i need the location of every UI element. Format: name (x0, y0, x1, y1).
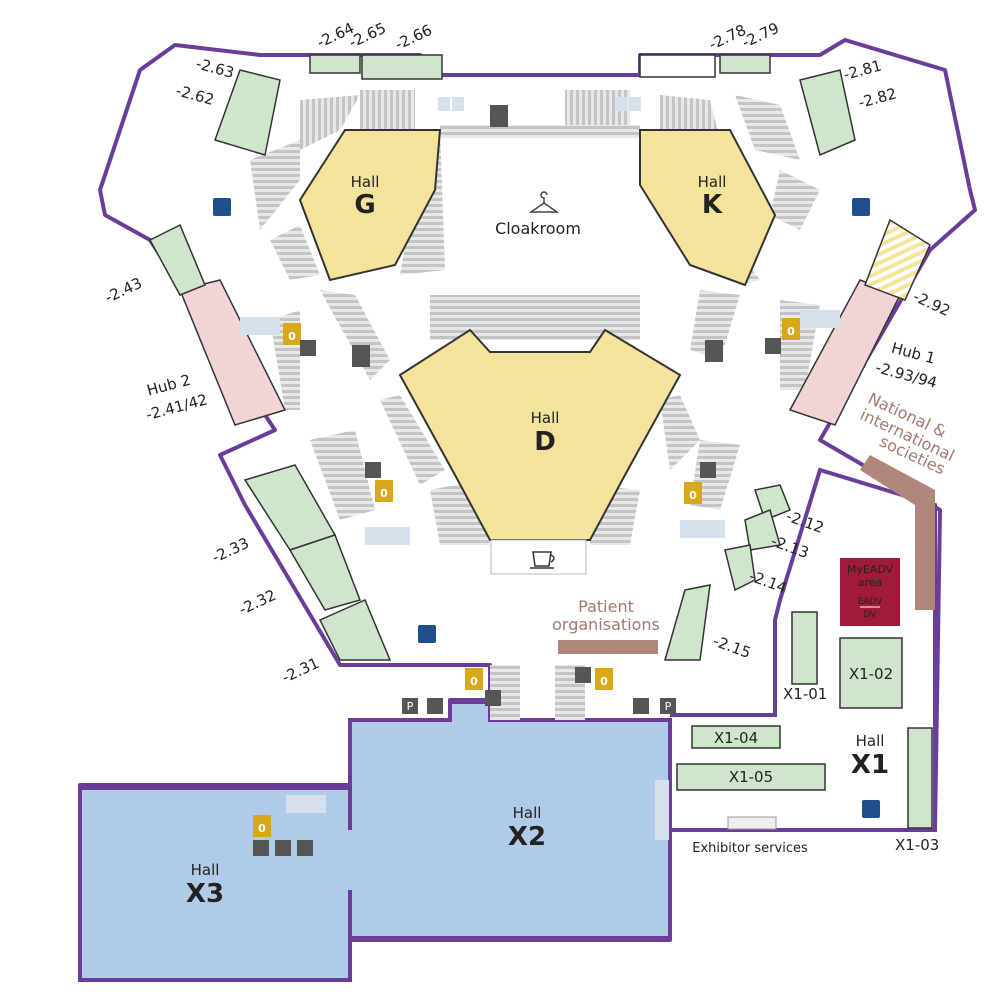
level-badge-num-2: 0 (787, 325, 795, 338)
hall-g-code: G (354, 190, 375, 220)
room-code-243: -2.43 (102, 274, 145, 307)
booth-x1-04[interactable] (691, 725, 781, 749)
hall-k-code: K (702, 190, 723, 220)
level-badge-num-4: 0 (689, 489, 697, 502)
booth-x1-02-label: X1-02 (849, 665, 893, 683)
level-badge-num-7: 0 (258, 822, 266, 835)
meeting-rooms (148, 54, 856, 661)
myeadv-logo-bottom: DV (864, 610, 878, 620)
myeadv-logo-top: EADV (858, 597, 884, 607)
booth-x1-05-label: X1-05 (729, 768, 773, 786)
hall-d-area[interactable] (398, 328, 682, 541)
parking-letter-2: P (665, 700, 672, 713)
myeadv-area[interactable] (840, 558, 900, 626)
room-code-279: -2.79 (739, 19, 782, 52)
booth-x1-02[interactable] (839, 637, 903, 709)
level-badge-num-1: 0 (288, 330, 296, 343)
patient-label-1: Patient (578, 597, 634, 616)
parking-letter-1: P (407, 700, 414, 713)
room-code-266: -2.66 (392, 21, 435, 54)
booth-x1-05[interactable] (676, 763, 826, 791)
hall-x2-area[interactable] (348, 700, 672, 940)
hall-d-code: D (534, 427, 556, 457)
societies-area[interactable] (860, 455, 935, 610)
myeadv-label-1: MyEADV (847, 563, 894, 576)
room-code-265: -2.65 (346, 19, 389, 52)
level-badge-num-3: 0 (380, 487, 388, 500)
patient-label-2: organisations (552, 615, 660, 634)
level-badge-num-6: 0 (600, 675, 608, 688)
level-0-icons (253, 318, 800, 837)
hall-x1-label: Hall (856, 732, 885, 750)
room-292-area[interactable] (864, 218, 931, 301)
hall-x3-area[interactable] (78, 786, 352, 982)
hall-x2-label: Hall (513, 804, 542, 822)
coffee-cup-icon (530, 551, 555, 569)
booth-x1-04-label: X1-04 (714, 729, 758, 747)
hall-x1-wall (668, 467, 937, 832)
hall-g-label: Hall (351, 173, 380, 191)
room-code-232: -2.32 (236, 586, 279, 619)
facility-icons (240, 97, 840, 856)
hanger-icon (528, 191, 560, 213)
info-desk-icons (213, 198, 880, 818)
level-badge-num-5: 0 (470, 675, 478, 688)
x2-x3-passage (345, 830, 355, 890)
booth-x1-01-label: X1-01 (783, 685, 827, 703)
hall-g-area[interactable] (298, 129, 442, 282)
hall-x2-code: X2 (508, 822, 546, 852)
stair-blocks (250, 90, 820, 720)
patient-organisations-area[interactable] (558, 640, 658, 654)
cloakroom-label: Cloakroom (495, 219, 581, 238)
hall-x3-label: Hall (191, 861, 220, 879)
room-code-233: -2.33 (209, 534, 252, 567)
cafe-counter (490, 539, 587, 575)
hall-d-label: Hall (531, 409, 560, 427)
exhibitor-desk (727, 816, 777, 830)
myeadv-label-2: area (858, 576, 883, 589)
room-code-292: -2.92 (910, 287, 953, 320)
booth-x1-01[interactable] (791, 611, 818, 685)
hall-x3-code: X3 (186, 879, 224, 909)
hub-2-area[interactable] (178, 279, 287, 426)
booth-x1-03[interactable] (907, 727, 933, 829)
room-code-231: -2.31 (279, 654, 322, 687)
hall-k-label: Hall (698, 173, 727, 191)
exhibitor-services-label: Exhibitor services (692, 841, 808, 856)
booth-x1-03-label: X1-03 (895, 836, 939, 854)
hall-k-area[interactable] (639, 129, 777, 287)
hall-x1-code: X1 (851, 750, 889, 780)
